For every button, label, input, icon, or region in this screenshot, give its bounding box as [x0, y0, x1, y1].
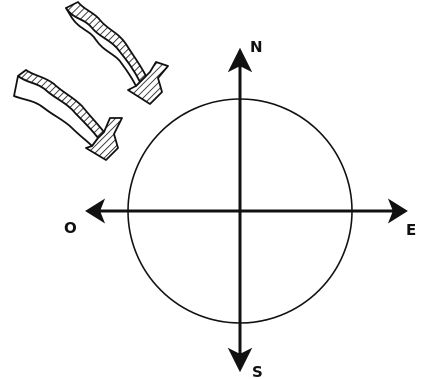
north-label: N — [250, 38, 263, 56]
south-label: S — [252, 363, 263, 379]
west-label: O — [64, 219, 77, 237]
wind-arrow-icon — [14, 70, 122, 160]
east-label: E — [406, 221, 416, 239]
wind-arrow-icon — [66, 2, 168, 104]
